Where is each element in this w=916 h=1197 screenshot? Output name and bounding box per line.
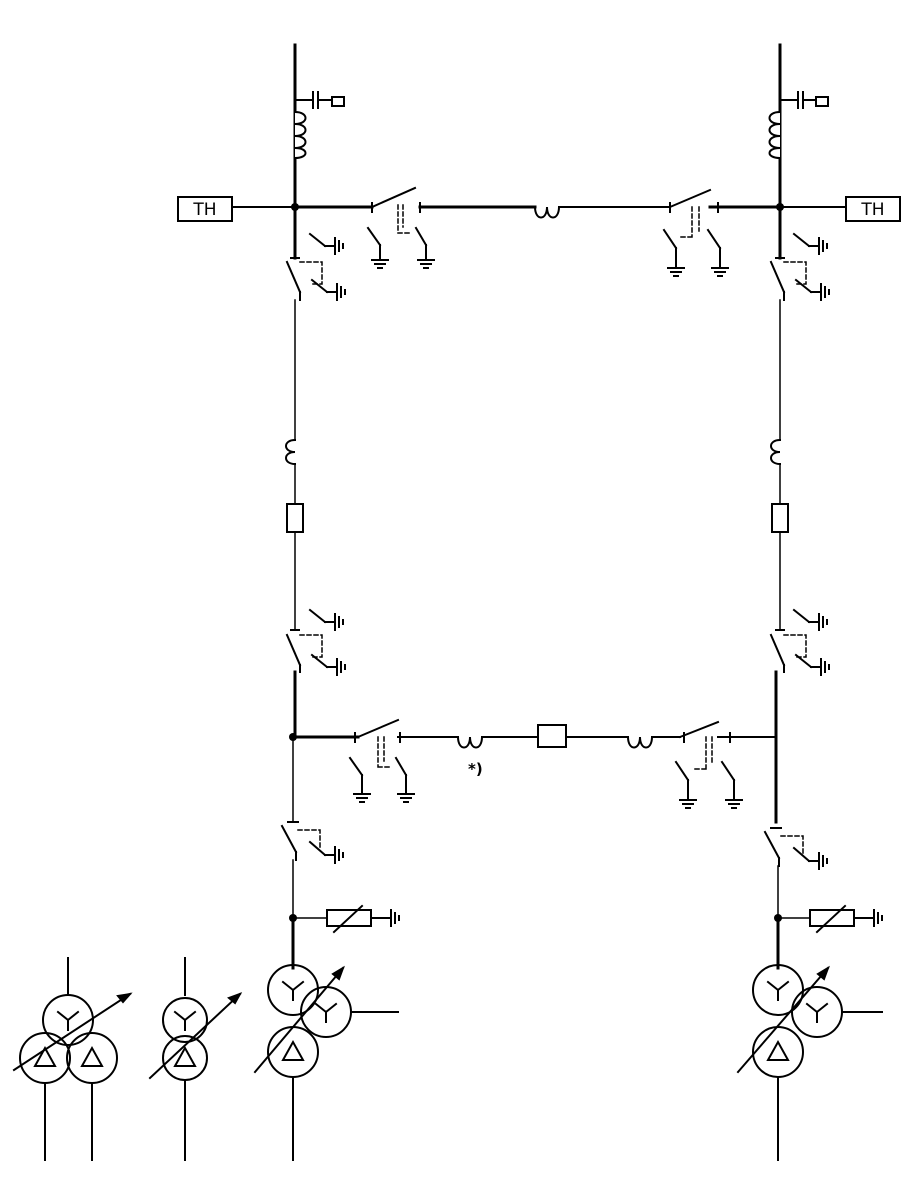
left-feeder-ct-breaker: [285, 438, 304, 631]
right-line-incoming: [768, 43, 829, 207]
transformer-3: [253, 964, 399, 1161]
junction-dot: [774, 914, 782, 922]
right-transformer-feeder: [763, 827, 883, 970]
left-line-incoming: [293, 43, 345, 207]
transformer-1: [12, 957, 133, 1161]
left-feeder-upper: [285, 205, 346, 441]
transformer-2: [148, 957, 243, 1161]
bottom-bus: [291, 718, 777, 809]
transformer-4: [736, 964, 883, 1161]
vt-right-label: TH: [860, 200, 884, 220]
vt-left-label: TH: [192, 200, 216, 220]
vt-left: [177, 196, 296, 222]
footnote-marker: *): [468, 760, 483, 778]
top-bus: [293, 186, 782, 277]
junction-dot: [289, 914, 297, 922]
right-feeder-lower-disconnector: [769, 608, 830, 824]
vt-right: [779, 196, 901, 222]
right-feeder-upper: [769, 205, 830, 441]
left-feeder-lower-disconnector: [285, 608, 346, 739]
right-feeder-ct-breaker: [770, 438, 789, 631]
left-transformer-feeder: [280, 736, 400, 970]
